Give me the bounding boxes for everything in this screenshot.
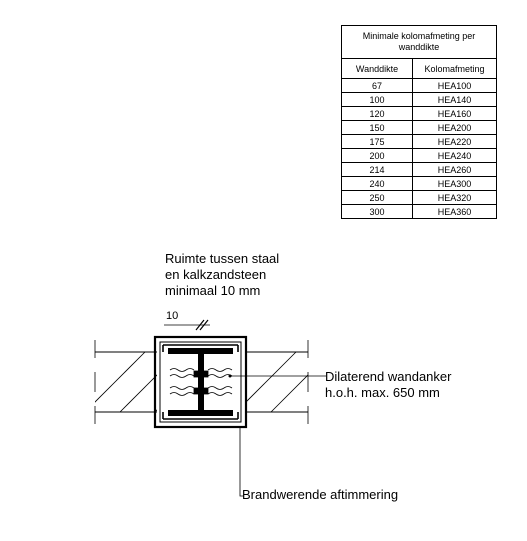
steel-column xyxy=(168,348,233,416)
space-note-line: minimaal 10 mm xyxy=(165,283,261,298)
anchor-note-line: h.o.h. max. 650 mm xyxy=(325,385,440,400)
dimension-mark xyxy=(164,319,210,331)
fire-leader-line xyxy=(239,427,244,497)
left-wall xyxy=(94,340,157,424)
table-title-row: Minimale kolomafmeting per wanddikte xyxy=(341,25,497,59)
wall-hatch xyxy=(246,352,308,412)
fire-cladding-note: Brandwerende aftimmering xyxy=(242,487,399,502)
space-note-line: Ruimte tussen staal xyxy=(165,251,280,266)
cell-size: HEA220 xyxy=(412,134,497,149)
table-title: Minimale kolomafmeting per wanddikte xyxy=(341,25,497,59)
table-header-row: Wanddikte Kolomafmeting xyxy=(341,58,497,79)
wall-hatch xyxy=(95,352,157,412)
fire-cladding xyxy=(153,335,248,429)
wall-anchor-note: Dilaterend wandanker h.o.h. max. 650 mm xyxy=(325,369,451,401)
space-note-line: en kalkzandsteen xyxy=(165,267,267,282)
right-wall xyxy=(246,340,309,424)
wall-anchor xyxy=(169,368,233,396)
dimension-label: 10 xyxy=(166,310,179,322)
anchor-leader-dot xyxy=(228,374,232,378)
space-requirement-note: Ruimte tussen staal en kalkzandsteen min… xyxy=(165,251,279,299)
anchor-note-line: Dilaterend wandanker xyxy=(325,369,452,384)
cell-size: HEA360 xyxy=(412,204,497,219)
column-size-table: Minimale kolomafmeting per wanddikte Wan… xyxy=(341,25,497,219)
